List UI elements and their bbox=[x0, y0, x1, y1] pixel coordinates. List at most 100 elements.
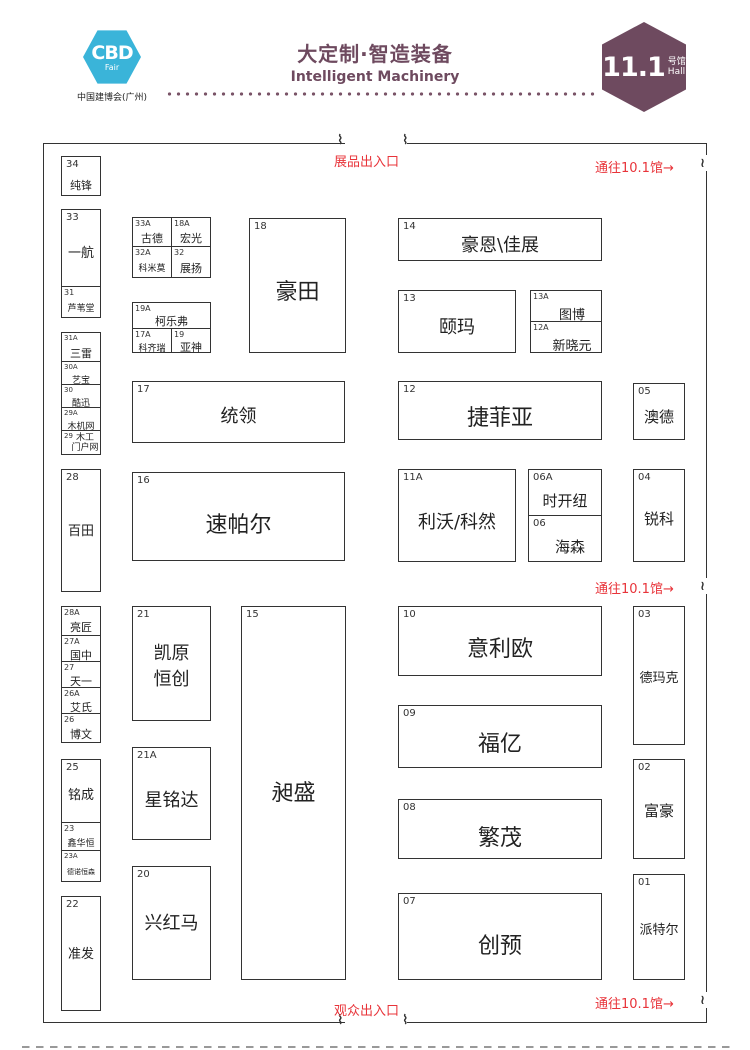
booth-31a[interactable]: 31A 三雷 bbox=[61, 332, 101, 362]
booth-name: 图博 bbox=[558, 308, 585, 322]
booth-name: 准发 bbox=[67, 947, 94, 962]
booth-28a[interactable]: 28A 亮匠 bbox=[61, 606, 101, 636]
booth-01[interactable]: 01 派特尔 bbox=[633, 874, 685, 980]
door-tick-icon: ⌇ bbox=[337, 133, 344, 148]
booth-name: 澳德 bbox=[643, 408, 674, 426]
booth-name-line: 门户网 bbox=[71, 443, 99, 453]
booth-number: 12A bbox=[533, 323, 549, 332]
booth-20[interactable]: 20 兴红马 bbox=[132, 866, 211, 980]
booth-name: 繁茂 bbox=[477, 826, 522, 851]
booth-23a[interactable]: 23A 德诺恒森 bbox=[61, 850, 101, 882]
booth-name: 凯原 恒创 bbox=[133, 641, 210, 693]
booth-15[interactable]: 15 昶盛 bbox=[241, 606, 346, 980]
booth-number: 20 bbox=[137, 869, 150, 880]
booth-name: 博文 bbox=[70, 728, 92, 741]
booth-name-line: 恒创 bbox=[153, 669, 190, 690]
booth-33a[interactable]: 33A 古德 bbox=[132, 217, 172, 247]
booth-32a[interactable]: 32A 科米莫 bbox=[132, 246, 172, 278]
booth-06[interactable]: 06 海森 bbox=[528, 515, 602, 562]
dotted-divider bbox=[165, 92, 597, 96]
booth-name: 豪田 bbox=[275, 280, 320, 305]
booth-name: 国中 bbox=[70, 649, 92, 662]
booth-name: 柯乐弗 bbox=[155, 315, 188, 328]
booth-name: 利沃/科然 bbox=[417, 512, 497, 533]
booth-number: 01 bbox=[638, 877, 651, 888]
booth-name: 星铭达 bbox=[144, 790, 199, 811]
booth-03[interactable]: 03 德玛克 bbox=[633, 606, 685, 745]
booth-17a[interactable]: 17A 科齐瑞 bbox=[132, 328, 172, 353]
logo-organization: 中国建博会(广州) bbox=[76, 93, 148, 103]
booth-14[interactable]: 14 豪恩\佳展 bbox=[398, 218, 602, 261]
booth-name: 亚神 bbox=[180, 341, 202, 353]
booth-name: 木机网 bbox=[67, 422, 95, 431]
booth-25[interactable]: 25 铭成 bbox=[61, 759, 101, 823]
booth-number: 18A bbox=[174, 219, 190, 228]
booth-02[interactable]: 02 富豪 bbox=[633, 759, 685, 859]
booth-34[interactable]: 34 纯锋 bbox=[61, 156, 101, 196]
booth-name: 鑫华恒 bbox=[67, 839, 95, 849]
booth-29a[interactable]: 29A 木机网 bbox=[61, 407, 101, 431]
booth-12[interactable]: 12 捷菲亚 bbox=[398, 381, 602, 440]
booth-05[interactable]: 05 澳德 bbox=[633, 383, 685, 440]
booth-number: 23 bbox=[64, 824, 75, 833]
page-title-en: Intelligent Machinery bbox=[290, 69, 460, 85]
booth-number: 21A bbox=[137, 750, 157, 761]
booth-23[interactable]: 23 鑫华恒 bbox=[61, 822, 101, 851]
booth-30[interactable]: 30 酷迅 bbox=[61, 384, 101, 408]
to-hall-10-1-label: 通往10.1馆→ bbox=[595, 161, 674, 176]
booth-17[interactable]: 17 统领 bbox=[132, 381, 345, 443]
booth-10[interactable]: 10 意利欧 bbox=[398, 606, 602, 676]
booth-number: 34 bbox=[66, 159, 79, 170]
booth-04[interactable]: 04 锐科 bbox=[633, 469, 685, 562]
booth-name: 锐科 bbox=[643, 510, 674, 528]
booth-13[interactable]: 13 颐玛 bbox=[398, 290, 516, 353]
booth-21[interactable]: 21 凯原 恒创 bbox=[132, 606, 211, 721]
booth-name: 时开纽 bbox=[542, 492, 588, 510]
booth-13a[interactable]: 13A 图博 bbox=[530, 290, 602, 322]
to-hall-10-1-label: 通往10.1馆→ bbox=[595, 997, 674, 1012]
booth-26[interactable]: 26 博文 bbox=[61, 713, 101, 743]
booth-06a[interactable]: 06A 时开纽 bbox=[528, 469, 602, 516]
booth-number: 21 bbox=[137, 609, 150, 620]
booth-18[interactable]: 18 豪田 bbox=[249, 218, 346, 353]
booth-number: 28 bbox=[66, 472, 79, 483]
booth-26a[interactable]: 26A 艾氏 bbox=[61, 687, 101, 714]
booth-21a[interactable]: 21A 星铭达 bbox=[132, 747, 211, 840]
booth-number: 31 bbox=[64, 288, 75, 297]
booth-19[interactable]: 19 亚神 bbox=[171, 328, 211, 353]
booth-name: 三雷 bbox=[70, 347, 92, 360]
booth-22[interactable]: 22 准发 bbox=[61, 896, 101, 1011]
booth-33[interactable]: 33 一航 bbox=[61, 209, 101, 287]
booth-name: 海森 bbox=[554, 538, 585, 556]
booth-07[interactable]: 07 创预 bbox=[398, 893, 602, 980]
booth-09[interactable]: 09 福亿 bbox=[398, 705, 602, 768]
booth-name: 富豪 bbox=[643, 802, 674, 820]
booth-30a[interactable]: 30A 艺宝 bbox=[61, 361, 101, 385]
logo-sub: Fair bbox=[104, 62, 120, 72]
booth-number: 31A bbox=[64, 334, 78, 342]
booth-31[interactable]: 31 芦苇堂 bbox=[61, 286, 101, 318]
hall-label: 号馆 Hall bbox=[668, 57, 686, 77]
booth-number: 32 bbox=[174, 248, 185, 257]
booth-number: 27A bbox=[64, 637, 80, 646]
booth-28[interactable]: 28 百田 bbox=[61, 469, 101, 592]
booth-27[interactable]: 27 天一 bbox=[61, 661, 101, 688]
booth-number: 26A bbox=[64, 689, 80, 698]
booth-08[interactable]: 08 繁茂 bbox=[398, 799, 602, 859]
booth-32[interactable]: 32 展扬 bbox=[171, 246, 211, 278]
booth-27a[interactable]: 27A 国中 bbox=[61, 635, 101, 662]
booth-number: 13 bbox=[403, 293, 416, 304]
booth-16[interactable]: 16 速帕尔 bbox=[132, 472, 345, 561]
door-tick-icon: ⌇ bbox=[402, 133, 409, 148]
booth-number: 03 bbox=[638, 609, 651, 620]
booth-12a[interactable]: 12A 新晓元 bbox=[530, 321, 602, 353]
booth-11a[interactable]: 11A 利沃/科然 bbox=[398, 469, 516, 562]
booth-18a[interactable]: 18A 宏光 bbox=[171, 217, 211, 247]
booth-name: 芦苇堂 bbox=[67, 304, 95, 314]
booth-19a[interactable]: 19A 柯乐弗 bbox=[132, 302, 211, 329]
booth-name: 天一 bbox=[70, 675, 92, 688]
booth-number: 33 bbox=[66, 212, 79, 223]
booth-name: 酷迅 bbox=[71, 399, 90, 408]
booth-29[interactable]: 29 木工门户网 bbox=[61, 430, 101, 455]
hall-number: 11.1 bbox=[602, 51, 666, 83]
